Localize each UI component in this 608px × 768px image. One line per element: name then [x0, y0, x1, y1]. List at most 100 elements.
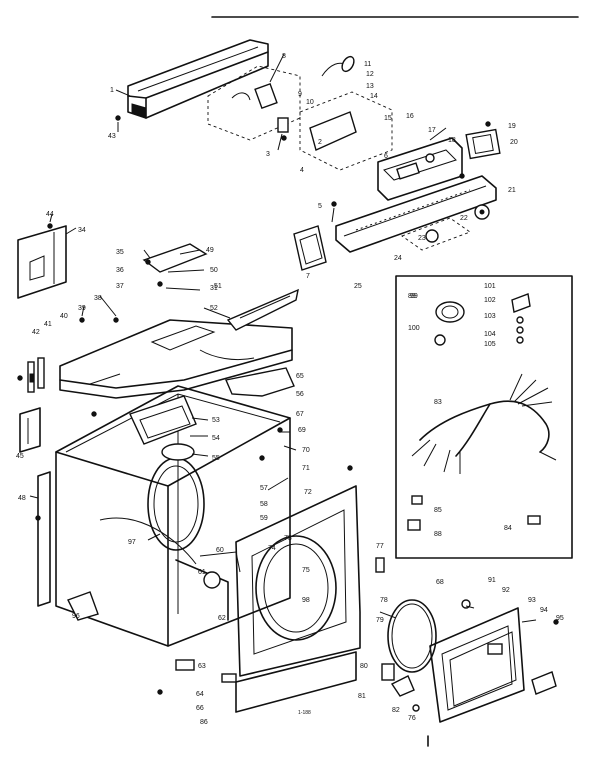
callout-75: 75: [302, 567, 310, 574]
callout-96: 96: [72, 613, 80, 620]
callout-21: 21: [508, 187, 516, 194]
leader-lines: [29, 53, 537, 623]
callout-86: 86: [200, 719, 208, 726]
callout-63: 63: [198, 663, 206, 670]
callout-95: 95: [556, 615, 564, 622]
callout-73: 73: [284, 535, 292, 542]
callout-77: 77: [376, 543, 384, 550]
callout-54: 54: [212, 435, 220, 442]
callout-48: 48: [18, 495, 26, 502]
callout-58: 58: [260, 501, 268, 508]
access-panel-96: [67, 591, 99, 621]
callout-49: 49: [206, 247, 214, 254]
washer-cabinet: [55, 385, 291, 647]
callout-84: 84: [504, 525, 512, 532]
control-panel-frame: [377, 137, 463, 201]
callout-45: 45: [16, 453, 24, 460]
callout-24: 24: [394, 255, 402, 262]
panel-56: [225, 367, 295, 397]
screw-markers: [17, 115, 559, 695]
callout-55: 55: [212, 455, 220, 462]
knob-assemblies: [401, 204, 490, 251]
side-rail-48: [37, 471, 51, 607]
callout-13: 13: [366, 83, 374, 90]
callout-71: 71: [302, 465, 310, 472]
callout-34: 34: [78, 227, 86, 234]
callout-88: 88: [434, 531, 442, 538]
callout-31: 31: [210, 285, 218, 292]
callout-18: 18: [448, 137, 456, 144]
control-bracket-dashed: [207, 65, 301, 141]
console-top-panel: [127, 39, 269, 119]
callout-22: 22: [460, 215, 468, 222]
callout-80: 80: [360, 663, 368, 670]
callout-1: 1: [110, 87, 114, 94]
callout-2: 2: [318, 139, 322, 146]
callout-36: 36: [116, 267, 124, 274]
callout-40: 40: [60, 313, 68, 320]
timer-switch-group: [277, 55, 393, 171]
callout-70: 70: [302, 447, 310, 454]
callout-93: 93: [528, 597, 536, 604]
lid-49: [142, 243, 208, 273]
callout-7: 7: [306, 273, 310, 280]
washer-top-cover: [59, 319, 293, 399]
callout-74: 74: [268, 545, 276, 552]
callout-15: 15: [384, 115, 392, 122]
callout-83: 83: [434, 399, 442, 406]
callout-41: 41: [44, 321, 52, 328]
callout-72: 72: [304, 489, 312, 496]
bracket-45: [19, 407, 41, 453]
callout-105: 105: [484, 341, 496, 348]
callout-104: 104: [484, 331, 496, 338]
callout-4: 4: [300, 167, 304, 174]
callout-35: 35: [116, 249, 124, 256]
callout-11: 11: [364, 61, 371, 68]
door-gasket-78: [387, 599, 437, 673]
callout-97: 97: [128, 539, 136, 546]
callout-69: 69: [298, 427, 306, 434]
callout-5: 5: [318, 203, 322, 210]
callout-20: 20: [510, 139, 518, 146]
callout-39: 39: [78, 305, 86, 312]
callout-76: 76: [408, 715, 416, 722]
callout-38: 38: [94, 295, 102, 302]
callout-94: 94: [540, 607, 548, 614]
callout-82: 82: [392, 707, 400, 714]
callout-85: 85: [434, 507, 442, 514]
front-panel-72: [235, 485, 385, 677]
callout-23: 23: [418, 235, 426, 242]
callout-89: 89: [408, 293, 416, 300]
callout-53: 53: [212, 417, 220, 424]
callout-37: 37: [116, 283, 124, 290]
callout-3: 3: [266, 151, 270, 158]
callout-68: 68: [436, 579, 444, 586]
callout-66: 66: [196, 705, 204, 712]
callout-56: 56: [296, 391, 304, 398]
callout-64: 64: [196, 691, 204, 698]
callout-98: 98: [302, 597, 310, 604]
hinge-parts: [27, 357, 45, 393]
callout-labels: 1 2 3 4 5 6 7 8 9 10 11 12 13 14 15 16 1…: [16, 53, 564, 726]
callout-79: 79: [376, 617, 384, 624]
callout-52: 52: [210, 305, 218, 312]
callout-92: 92: [502, 587, 510, 594]
callout-25: 25: [354, 283, 362, 290]
callout-100: 100: [408, 325, 420, 332]
callout-44: 44: [46, 211, 54, 218]
left-side-panel-34: [17, 225, 67, 299]
callout-81: 81: [358, 693, 366, 700]
diagram-code-label: 1-188: [298, 710, 311, 716]
callout-61: 61: [198, 569, 206, 576]
toe-kick-86: [235, 651, 357, 713]
callout-103: 103: [484, 313, 496, 320]
door-assembly-94: [429, 607, 557, 723]
wiring-harness-inset: [395, 275, 573, 559]
callout-59: 59: [260, 515, 268, 522]
callout-42: 42: [32, 329, 40, 336]
callout-12: 12: [366, 71, 374, 78]
callout-91: 91: [488, 577, 496, 584]
lid-hinge-52: [226, 288, 299, 331]
callout-6: 6: [384, 153, 388, 160]
